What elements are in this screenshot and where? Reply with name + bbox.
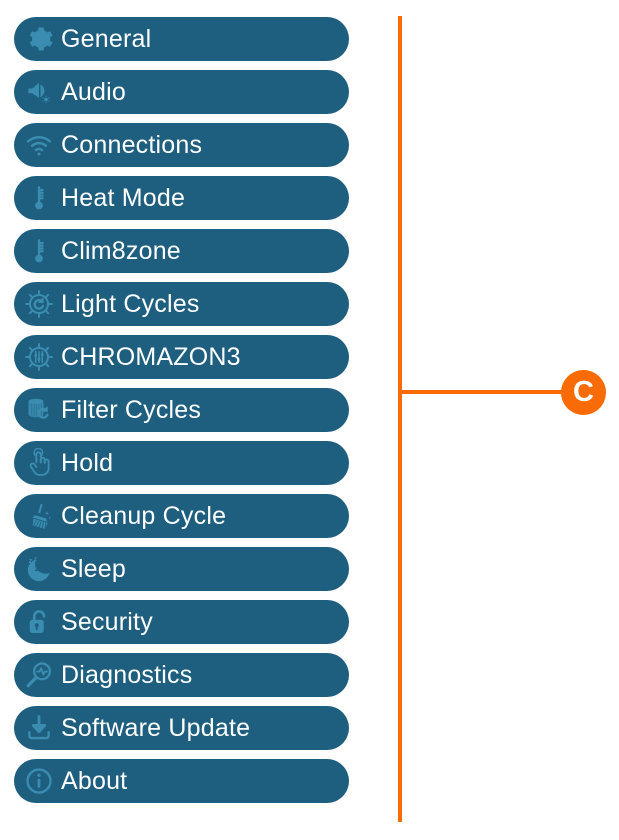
menu-item-label: Cleanup Cycle xyxy=(61,501,227,530)
menu-item-hold[interactable]: Hold xyxy=(14,441,349,485)
menu-item-label: Sleep xyxy=(61,554,126,583)
menu-item-label: Security xyxy=(61,607,153,636)
menu-item-clim8zone[interactable]: Clim8zone xyxy=(14,229,349,273)
menu-item-label: Filter Cycles xyxy=(61,395,202,424)
hand-touch-icon xyxy=(23,447,55,479)
filter-refresh-icon xyxy=(23,394,55,426)
menu-item-diagnostics[interactable]: Diagnostics xyxy=(14,653,349,697)
menu-item-chromazon3[interactable]: CHROMAZON3 xyxy=(14,335,349,379)
thermometer-icon xyxy=(23,182,55,214)
gear-icon xyxy=(23,23,55,55)
menu-item-sleep[interactable]: z z z Sleep xyxy=(14,547,349,591)
menu-item-light-cycles[interactable]: Light Cycles xyxy=(14,282,349,326)
settings-menu-list: General Audio Connections xyxy=(14,17,349,812)
magnifier-pulse-icon xyxy=(23,659,55,691)
menu-item-about[interactable]: About xyxy=(14,759,349,803)
menu-item-label: Audio xyxy=(61,77,126,106)
callout-badge-c: C xyxy=(561,370,606,415)
callout-leader-line xyxy=(398,390,566,394)
menu-item-label: Connections xyxy=(61,130,203,159)
svg-text:z: z xyxy=(35,564,39,573)
menu-item-label: About xyxy=(61,766,128,795)
thermometer-icon xyxy=(23,235,55,267)
svg-text:z: z xyxy=(29,556,33,565)
menu-item-software-update[interactable]: Software Update xyxy=(14,706,349,750)
menu-item-label: Heat Mode xyxy=(61,183,186,212)
wifi-icon xyxy=(23,129,55,161)
speaker-gear-icon xyxy=(23,76,55,108)
menu-item-audio[interactable]: Audio xyxy=(14,70,349,114)
menu-item-connections[interactable]: Connections xyxy=(14,123,349,167)
menu-item-heat-mode[interactable]: Heat Mode xyxy=(14,176,349,220)
menu-item-label: Diagnostics xyxy=(61,660,193,689)
sun-sliders-icon xyxy=(23,341,55,373)
download-tray-icon xyxy=(23,712,55,744)
info-circle-icon xyxy=(23,765,55,797)
menu-item-cleanup-cycle[interactable]: Cleanup Cycle xyxy=(14,494,349,538)
menu-item-label: Software Update xyxy=(61,713,251,742)
menu-item-security[interactable]: Security xyxy=(14,600,349,644)
broom-icon xyxy=(23,500,55,532)
menu-item-filter-cycles[interactable]: Filter Cycles xyxy=(14,388,349,432)
menu-item-general[interactable]: General xyxy=(14,17,349,61)
menu-item-label: Light Cycles xyxy=(61,289,200,318)
padlock-open-icon xyxy=(23,606,55,638)
menu-item-label: General xyxy=(61,24,152,53)
menu-item-label: Clim8zone xyxy=(61,236,181,265)
sun-refresh-icon xyxy=(23,288,55,320)
svg-text:z: z xyxy=(34,556,38,563)
moon-zzz-icon: z z z xyxy=(23,553,55,585)
menu-item-label: CHROMAZON3 xyxy=(61,342,241,371)
callout-bracket-line xyxy=(398,16,402,822)
menu-item-label: Hold xyxy=(61,448,114,477)
